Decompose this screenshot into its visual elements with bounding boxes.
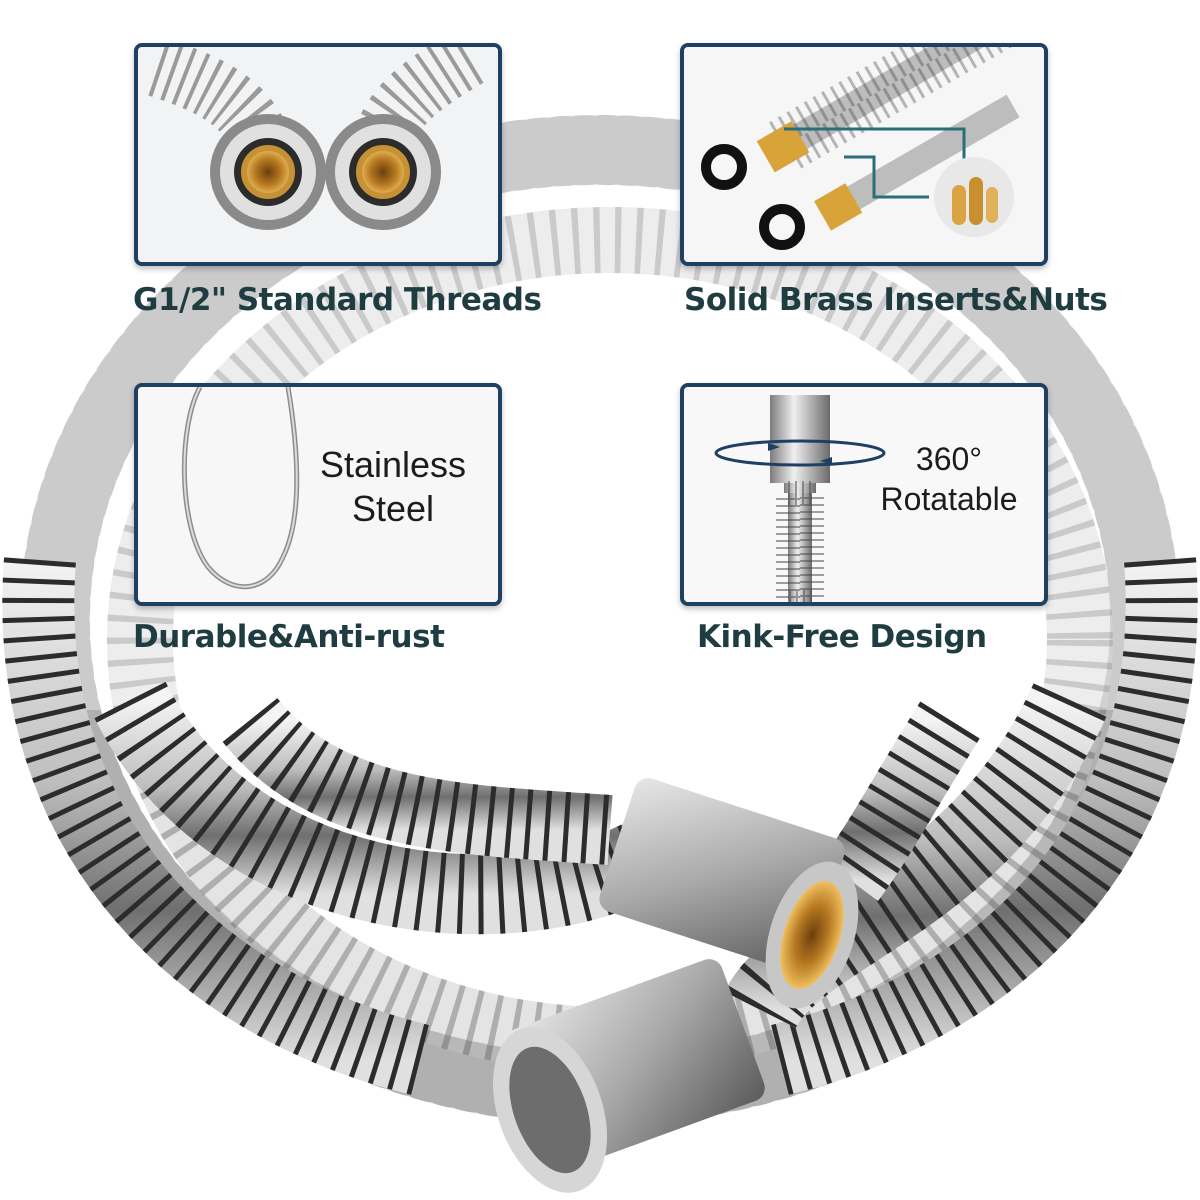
brass-insert-icon xyxy=(684,47,1044,262)
stainless-line-1: Stainless xyxy=(319,444,467,485)
rotatable-line-1: 360° xyxy=(915,441,983,477)
stainless-line-2: Steel xyxy=(351,488,435,529)
feature-caption-threads: G1/2" Standard Threads xyxy=(133,282,542,318)
hose-nut-lower xyxy=(492,959,765,1193)
hose-nut-upper xyxy=(599,778,859,1009)
feature-panel-stainless: Stainless Steel xyxy=(134,383,502,606)
stainless-steel-label: Stainless Steel xyxy=(308,443,478,531)
feature-panel-threads xyxy=(134,43,502,266)
feature-caption-brass: Solid Brass Inserts&Nuts xyxy=(684,282,1108,318)
feature-caption-kinkfree: Kink-Free Design xyxy=(697,619,987,655)
rotatable-line-2: Rotatable xyxy=(880,481,1018,517)
hose-lower-coils xyxy=(2,557,1198,1095)
rotate-360-icon xyxy=(684,387,1044,602)
feature-panel-kinkfree: 360° Rotatable xyxy=(680,383,1048,606)
feature-panel-brass xyxy=(680,43,1048,266)
feature-caption-stainless: Durable&Anti-rust xyxy=(133,619,445,655)
hose-loop-icon xyxy=(138,387,498,602)
threaded-nut-pair-icon xyxy=(138,47,498,262)
rotatable-label: 360° Rotatable xyxy=(864,439,1034,519)
